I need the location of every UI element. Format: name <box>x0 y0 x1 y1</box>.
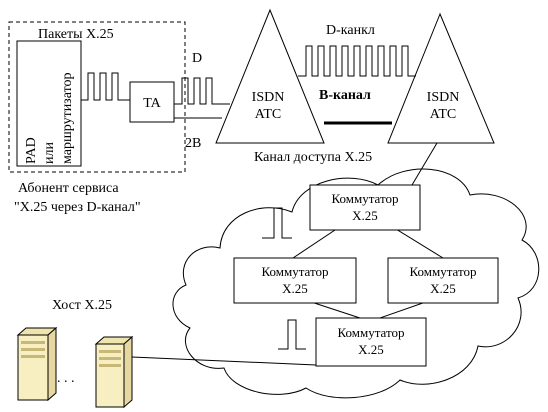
twoB-label: 2B <box>185 136 201 151</box>
atc-to-switch-line <box>411 142 438 186</box>
subscriber-dashed-boundary <box>8 21 186 173</box>
ta-label: TA <box>143 96 161 111</box>
access-channel-label: Канал доступа X.25 <box>254 150 372 165</box>
switch-top-line1: Коммутатор <box>331 191 398 206</box>
server-icon <box>16 326 58 402</box>
pad-label: PAD <box>24 137 39 164</box>
switch-bottom-line2: X.25 <box>358 342 384 357</box>
switch-middle-left-line1: Коммутатор <box>261 264 328 279</box>
isdn-right-line2: ATC <box>430 107 456 122</box>
switch-middle-left <box>233 257 357 304</box>
switch-middle-right-line2: X.25 <box>430 281 456 296</box>
pulse-icon <box>298 45 416 77</box>
isdn-left-line2: ATC <box>255 107 281 122</box>
server-icon <box>94 335 134 409</box>
isdn-atc-right <box>387 12 495 144</box>
pulse-icon <box>262 207 292 239</box>
host-ellipsis: . . . <box>57 371 75 386</box>
switch-top <box>309 184 421 231</box>
host-label: Хост X.25 <box>52 298 112 313</box>
switch-bottom <box>315 317 427 367</box>
packets-x25-label: Пакеты X.25 <box>38 27 114 42</box>
b-channel-label: B-канал <box>319 88 371 103</box>
switch-middle-left-line2: X.25 <box>282 281 308 296</box>
pulse-icon <box>174 77 230 105</box>
or-label: или <box>42 142 57 164</box>
isdn-right-line1: ISDN <box>427 90 460 105</box>
ta-box <box>129 81 175 123</box>
d-label: D <box>192 51 202 66</box>
pulse-icon <box>278 319 306 350</box>
subscriber-caption-line2: "X.25 через D-канал" <box>14 200 141 215</box>
subscriber-caption-line1: Абонент сервиса <box>18 181 119 196</box>
pulse-icon <box>81 72 130 101</box>
host-connection-line <box>131 356 317 366</box>
switch-bottom-line1: Коммутатор <box>337 325 404 340</box>
switch-middle-right <box>387 257 499 304</box>
pad-router-device <box>16 40 82 167</box>
switch-top-line2: X.25 <box>352 208 378 223</box>
isdn-atc-left <box>215 8 325 144</box>
isdn-left-line1: ISDN <box>252 90 285 105</box>
router-label: маршрутизатор <box>60 73 75 165</box>
d-channel-label: D-канкл <box>326 23 375 38</box>
switch-middle-right-line1: Коммутатор <box>409 264 476 279</box>
